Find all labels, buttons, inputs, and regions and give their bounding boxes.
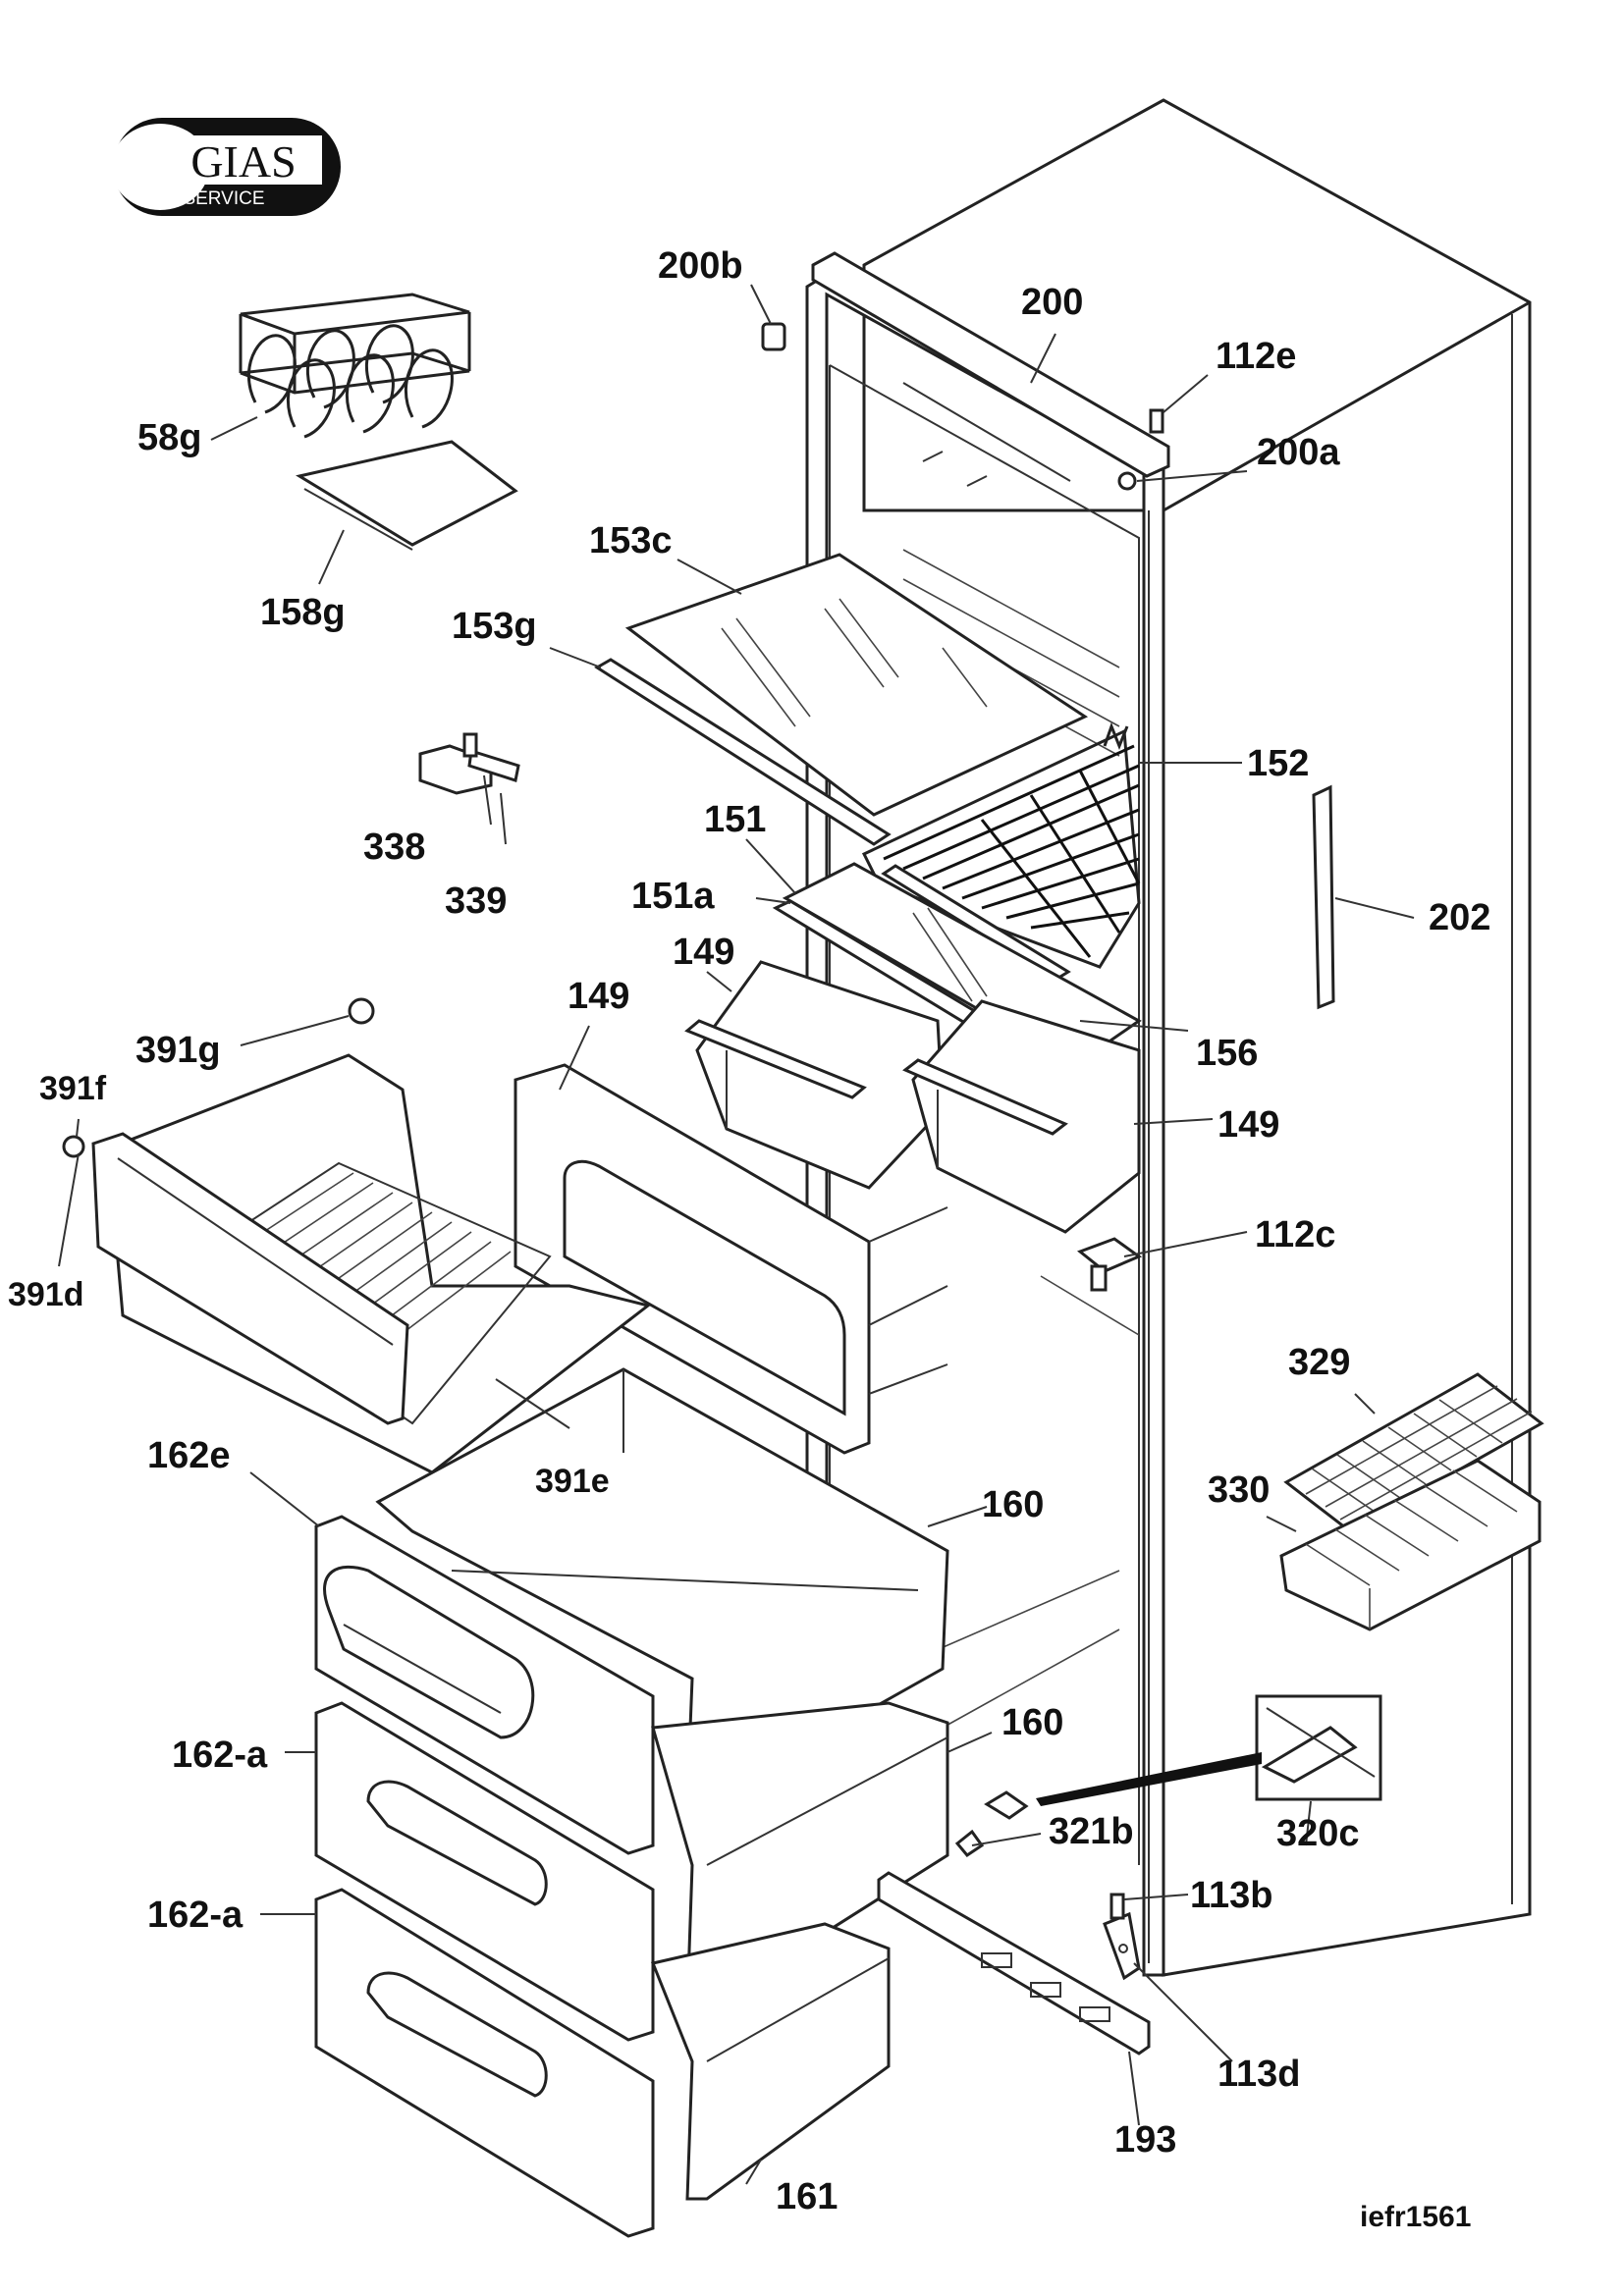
label-149-b: 149 — [568, 976, 629, 1017]
top-trim-200 — [811, 251, 1170, 487]
rack-holder-158g — [296, 440, 518, 551]
kickplate-193 — [877, 1871, 1151, 2056]
switch-inset-320c — [1255, 1694, 1382, 1801]
drawer-front-162e — [314, 1515, 655, 1855]
label-153g: 153g — [452, 606, 537, 647]
ice-tray-330 — [1279, 1459, 1542, 1631]
label-391f: 391f — [39, 1070, 107, 1107]
part-321b — [954, 1829, 985, 1857]
wine-rack-58g — [239, 293, 471, 439]
drawer-161 — [650, 1922, 891, 2201]
glass-shelf-153c — [624, 553, 1089, 817]
label-156: 156 — [1196, 1033, 1258, 1074]
label-58g: 58g — [137, 417, 201, 458]
part-339 — [462, 732, 520, 782]
part-391g — [348, 997, 375, 1025]
label-200b: 200b — [658, 245, 743, 287]
shelf-trim-153g — [594, 658, 892, 846]
label-112e: 112e — [1216, 336, 1296, 377]
label-339: 339 — [445, 881, 507, 922]
label-158g: 158g — [260, 592, 346, 633]
label-162a-upper: 162-a — [172, 1735, 268, 1776]
label-160-a: 160 — [982, 1484, 1044, 1525]
label-202: 202 — [1429, 897, 1490, 938]
label-200: 200 — [1021, 282, 1083, 323]
label-391e: 391e — [535, 1463, 610, 1500]
drawer-front-162a-lower — [314, 1888, 655, 2238]
label-200a: 200a — [1257, 432, 1340, 473]
label-391g: 391g — [135, 1030, 221, 1071]
switch-320c-small — [984, 1790, 1029, 1820]
logo-sub: SERVICE — [183, 188, 264, 209]
leader-lines — [58, 284, 1415, 2185]
label-151: 151 — [704, 799, 766, 840]
label-153c: 153c — [589, 520, 673, 561]
label-330: 330 — [1208, 1469, 1270, 1511]
label-113d: 113d — [1217, 2054, 1301, 2095]
label-152: 152 — [1247, 743, 1309, 784]
part-200a — [1117, 471, 1137, 491]
label-320c: 320c — [1276, 1813, 1360, 1854]
hinge-113d — [1103, 1911, 1141, 1981]
hinge-112c — [1076, 1237, 1143, 1292]
label-149-a: 149 — [673, 932, 734, 973]
reference-code: iefr1561 — [1360, 2201, 1471, 2233]
crisper-149-right — [902, 999, 1141, 1234]
tray-391 — [91, 1053, 652, 1474]
part-labels: 58g 158g 200b 200 112e 200a 153c 153g 15… — [8, 245, 1490, 2217]
drawer-panel-149 — [514, 1063, 948, 1455]
gias-service-logo: GIAS SERVICE — [111, 118, 341, 216]
label-149-c: 149 — [1217, 1104, 1279, 1146]
label-161: 161 — [776, 2176, 838, 2217]
label-338: 338 — [363, 827, 425, 868]
label-113b: 113b — [1190, 1875, 1273, 1916]
label-391d: 391d — [8, 1276, 84, 1313]
label-162e: 162e — [147, 1435, 231, 1476]
label-112c: 112c — [1255, 1214, 1335, 1255]
pointer-arrow — [1036, 1752, 1262, 1806]
drawer-front-162a-upper — [314, 1701, 655, 2042]
part-112e — [1149, 408, 1164, 434]
label-193: 193 — [1114, 2119, 1176, 2161]
label-162a-lower: 162-a — [147, 1895, 243, 1936]
trim-202 — [1312, 784, 1335, 1010]
part-200b — [761, 322, 786, 351]
pin-113b — [1109, 1893, 1125, 1920]
label-329: 329 — [1288, 1342, 1350, 1383]
label-321b: 321b — [1049, 1811, 1134, 1852]
logo-brand: GIAS — [190, 136, 296, 187]
label-151a: 151a — [631, 876, 715, 917]
crisper-149-left — [684, 960, 945, 1190]
ice-tray-329 — [1283, 1372, 1544, 1533]
label-160-b: 160 — [1001, 1702, 1063, 1743]
part-391f — [62, 1135, 85, 1158]
